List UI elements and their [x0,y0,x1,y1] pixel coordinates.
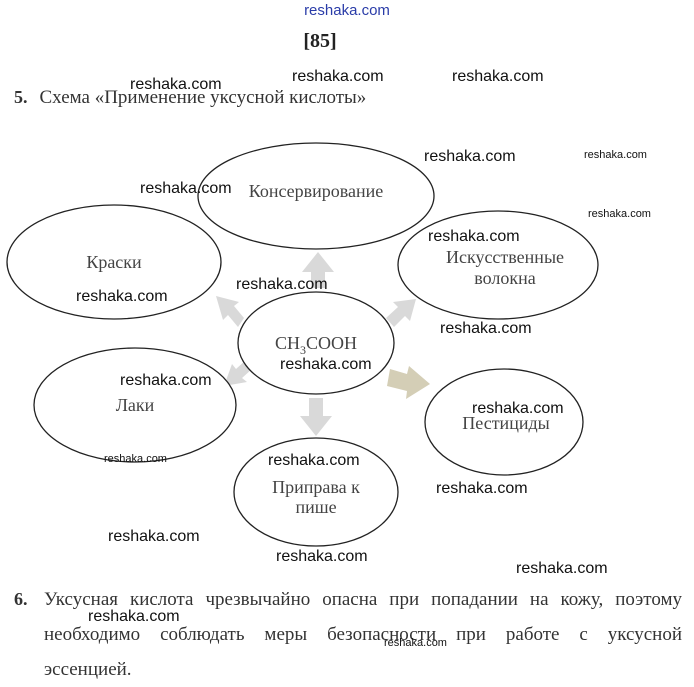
arrow-down-left [224,360,252,386]
watermark: reshaka.com [384,637,447,649]
watermark: reshaka.com [472,400,564,417]
task-5-title: Схема «Применение уксусной кислоты» [39,87,367,108]
watermark: reshaka.com [428,228,520,245]
task-6-line-2: необходимо соблюдать меры безопасности п… [44,624,682,645]
watermark: reshaka.com [440,320,532,337]
label-fibers-line2: волокна [474,268,536,288]
watermark: reshaka.com [584,149,647,161]
task-6-number: 6. [14,589,28,609]
task-6-paragraph: 6. Уксусная кислота чрезвычайно опасна п… [14,582,682,687]
watermark: reshaka.com [292,68,384,85]
label-seasoning-line1: Приправа к [272,477,360,497]
watermark: reshaka.com [436,480,528,497]
watermark: reshaka.com [280,356,372,373]
task-5-number: 5. [14,87,28,107]
watermark: reshaka.com [108,528,200,545]
watermark: reshaka.com [588,208,651,220]
watermark: reshaka.com [76,288,168,305]
label-seasoning-line2: пише [295,497,336,517]
label-varnishes: Лаки [116,395,155,415]
node-pesticides [424,368,584,476]
watermark: reshaka.com [140,180,232,197]
arrows [216,252,416,436]
node-seasoning [233,437,399,547]
watermark: reshaka.com [424,148,516,165]
arrow-down [300,398,332,436]
label-paints: Краски [86,252,142,272]
node-preserving [197,142,435,250]
arrow-up [302,252,334,288]
node-center [237,291,395,395]
site-url-header[interactable]: reshaka.com [304,2,390,19]
label-center-formula: CH3COOH [275,333,357,357]
watermark: reshaka.com [236,276,328,293]
arrow-down-right [387,366,430,399]
page-number: [85] [303,30,337,52]
arrow-up-right [386,299,416,327]
watermark: reshaka.com [120,372,212,389]
watermark: reshaka.com [516,560,608,577]
label-preserving: Консервирование [249,181,384,201]
arrow-up-left [216,296,244,327]
watermark: reshaka.com [276,548,368,565]
watermark: reshaka.com [452,68,544,85]
watermark: reshaka.com [130,76,222,93]
node-varnishes [33,347,237,463]
watermark: reshaka.com [268,452,360,469]
task-6-line-3: эссенцией. [44,659,132,680]
node-paints [6,204,222,320]
task-6-line-1: Уксусная кислота чрезвычайно опасна при … [44,589,682,610]
task-5-heading: 5. Схема «Применение уксусной кислоты» [14,87,366,109]
label-pesticides: Пестициды [462,413,549,433]
watermark: reshaka.com [88,608,180,625]
watermark: reshaka.com [104,453,167,465]
label-fibers-line1: Искусственные [446,247,564,267]
node-fibers [397,210,599,320]
